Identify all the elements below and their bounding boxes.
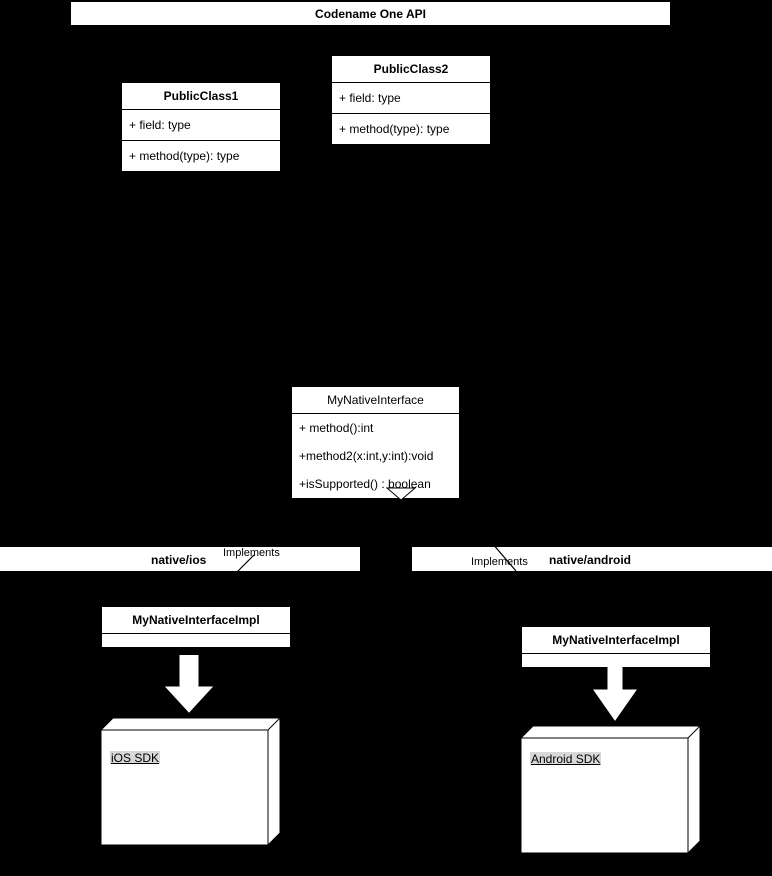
- class-members-empty-ios: [102, 633, 290, 647]
- class-field-publicclass2: + field: type: [332, 82, 490, 113]
- codename-one-api-banner[interactable]: Codename One API: [70, 1, 671, 26]
- interface-method-3: +isSupported() : boolean: [299, 477, 431, 491]
- class-box-publicclass1[interactable]: PublicClass1 + field: type + method(type…: [121, 82, 281, 172]
- relation-label-implements-ios: Implements: [223, 547, 280, 559]
- implements-connector-android: [491, 542, 517, 572]
- class-method-publicclass1: + method(type): type: [122, 140, 280, 171]
- class-name-mynativeinterfaceimpl-android: MyNativeInterfaceImpl: [552, 633, 680, 647]
- class-name-publicclass1: PublicClass1: [163, 89, 239, 103]
- class-box-mynativeinterfaceimpl-ios[interactable]: MyNativeInterfaceImpl: [101, 606, 291, 648]
- dependency-block-arrow-android-icon: [593, 662, 637, 721]
- android-sdk-label: Android SDK: [530, 752, 602, 766]
- class-name-publicclass2: PublicClass2: [373, 62, 449, 76]
- interface-box-mynativeinterface[interactable]: MyNativeInterface + method():int +method…: [291, 386, 460, 499]
- class-method-publicclass2: + method(type): type: [332, 113, 490, 144]
- class-field-publicclass1: + field: type: [122, 109, 280, 140]
- dependency-block-arrow-ios-icon: [164, 655, 214, 713]
- interface-method-2: +method2(x:int,y:int):void: [299, 449, 434, 463]
- package-label-native-android: native/android: [549, 553, 632, 567]
- android-sdk-3d-shape: [520, 725, 701, 854]
- package-label-native-ios: native/ios: [151, 553, 207, 567]
- interface-method-1: + method():int: [292, 413, 459, 442]
- api-banner-label: Codename One API: [315, 7, 426, 21]
- implements-connector-ios: [234, 554, 255, 575]
- package-bar-native-ios[interactable]: native/ios Implements: [0, 546, 361, 572]
- class-members-empty-android: [522, 653, 710, 667]
- node-box-android-sdk[interactable]: Android SDK: [520, 725, 701, 854]
- class-box-publicclass2[interactable]: PublicClass2 + field: type + method(type…: [331, 55, 491, 145]
- interface-name-mynativeinterface: MyNativeInterface: [327, 393, 424, 407]
- class-name-mynativeinterfaceimpl-ios: MyNativeInterfaceImpl: [132, 613, 260, 627]
- node-box-ios-sdk[interactable]: iOS SDK: [100, 717, 281, 846]
- realization-arrowhead-icon: [385, 487, 417, 501]
- ios-sdk-label: iOS SDK: [110, 751, 161, 765]
- package-bar-native-android[interactable]: native/android Implements: [411, 546, 772, 572]
- relation-label-implements-android: Implements: [471, 556, 528, 568]
- ios-sdk-3d-shape: [100, 717, 281, 846]
